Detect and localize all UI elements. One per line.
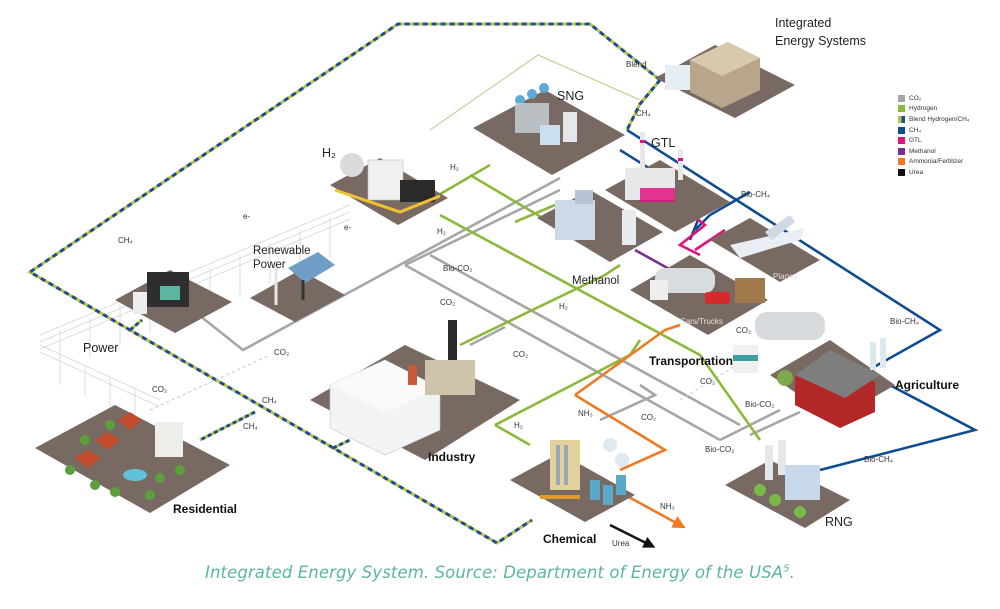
label-sng: SNG: [557, 89, 584, 103]
co2-dashed-transport: [679, 359, 746, 401]
flow-label-ch4-res2: CH₄: [243, 422, 258, 431]
label-integrated-line2: Energy Systems: [775, 34, 866, 48]
label-gtl: GTL: [651, 136, 675, 150]
label-integrated-line1: Integrated: [775, 16, 831, 30]
flow-label-bio-co2-a: Bio-CO₂: [443, 264, 472, 273]
label-agriculture: Agriculture: [895, 378, 959, 392]
figure-caption: Integrated Energy System. Source: Depart…: [0, 563, 1000, 582]
label-chemical: Chemical: [543, 532, 596, 546]
urea-pipeline: [609, 523, 656, 548]
flow-label-e-2: e-: [344, 223, 351, 232]
legend-item: Blend Hydrogen/CH₄: [898, 114, 998, 125]
legend-swatch: [898, 137, 905, 145]
legend-swatch: [898, 158, 905, 166]
label-rng: RNG: [825, 515, 853, 529]
flow-label-co2-industry: CO₂: [513, 350, 528, 359]
flow-label-co2-res: CO₂: [152, 385, 167, 394]
label-cars-trucks: Cars/Trucks: [680, 317, 723, 326]
flow-label-h2-c: H₂: [559, 302, 568, 311]
flow-label-co2-a: CO₂: [440, 298, 455, 307]
legend-swatch: [898, 147, 905, 155]
flow-label-co2-power: CO₂: [274, 348, 289, 357]
legend-item: Hydrogen: [898, 104, 998, 115]
flow-label-nh3-b: NH₃: [660, 502, 675, 511]
platform-residential: [35, 405, 230, 513]
legend-label: Hydrogen: [909, 105, 938, 113]
label-renewable-line2: Power: [253, 259, 286, 271]
flow-label-co2-trans2: CO₂: [700, 377, 715, 386]
caption-text: Integrated Energy System. Source: Depart…: [205, 563, 784, 582]
caption-trailing: .: [789, 563, 795, 582]
buildings: [65, 42, 886, 518]
flow-label-bio-ch4-b: Bio-CH₄: [890, 317, 919, 326]
legend-label: CO₂: [909, 94, 922, 102]
sng-ch4-line: [429, 54, 641, 131]
flow-label-ch4-top: CH₄: [636, 109, 651, 118]
platform-renewable: [250, 270, 345, 322]
flow-label-bio-co2-b: Bio-CO₂: [745, 400, 774, 409]
label-planes: Planes: [773, 272, 797, 281]
legend-label: Blend Hydrogen/CH₄: [909, 115, 970, 123]
label-industry: Industry: [428, 450, 476, 464]
label-power: Power: [83, 341, 118, 355]
legend-item: CO₂: [898, 93, 998, 104]
caption-superscript: 5: [783, 563, 790, 575]
legend-item: Methanol: [898, 146, 998, 157]
flow-label-co2-trans: CO₂: [736, 326, 751, 335]
flow-label-urea: Urea: [612, 539, 630, 548]
flow-label-co2-chem: CO₂: [641, 413, 656, 422]
legend-label: Ammonia/Fertilizer: [909, 158, 964, 166]
legend-swatch: [898, 94, 905, 102]
flow-label-e-1: e-: [243, 212, 250, 221]
co2-dashed-residential: [149, 354, 271, 411]
label-transportation: Transportation: [649, 354, 733, 368]
legend-label: Methanol: [909, 147, 936, 155]
blend-pipeline: [27, 22, 662, 545]
legend-item: Urea: [898, 167, 998, 178]
legend-item: CH₄: [898, 125, 998, 136]
label-h2: H₂: [322, 146, 336, 160]
node-labels: Integrated Energy Systems SNG GTL H₂ Met…: [83, 16, 959, 546]
flow-label-h2-a: H₂: [450, 163, 459, 172]
flow-labels: Blend CH₄ CH₄ CH₄ CH₄ H₂ H₂ H₂ H₂ e- e- …: [118, 60, 919, 548]
legend-label: CH₄: [909, 126, 922, 134]
flow-label-bio-ch4-a: Bio-CH₄: [741, 190, 770, 199]
legend-label: Urea: [909, 168, 924, 176]
flow-label-bio-co2-c: Bio-CO₂: [705, 445, 734, 454]
legend-swatch: [898, 105, 905, 113]
flow-label-nh3-a: NH₃: [578, 409, 593, 418]
label-renewable-line1: Renewable: [253, 245, 311, 257]
flow-label-h2-d: H₂: [514, 421, 523, 430]
legend-item: Ammonia/Fertilizer: [898, 157, 998, 168]
label-residential: Residential: [173, 502, 237, 516]
flow-label-blend: Blend: [626, 60, 646, 69]
flow-label-bio-ch4-c: Bio-CH₄: [864, 455, 893, 464]
legend-label: GTL: [909, 137, 922, 145]
legend-swatch: [898, 115, 905, 123]
legend-item: GTL: [898, 135, 998, 146]
flow-label-ch4-left: CH₄: [118, 236, 133, 245]
legend-swatch: [898, 126, 905, 134]
flow-label-ch4-res1: CH₄: [262, 396, 277, 405]
label-methanol: Methanol: [572, 275, 619, 287]
ammonia-pipelines: [574, 323, 686, 529]
legend-swatch: [898, 168, 905, 176]
flow-label-h2-b: H₂: [437, 227, 446, 236]
